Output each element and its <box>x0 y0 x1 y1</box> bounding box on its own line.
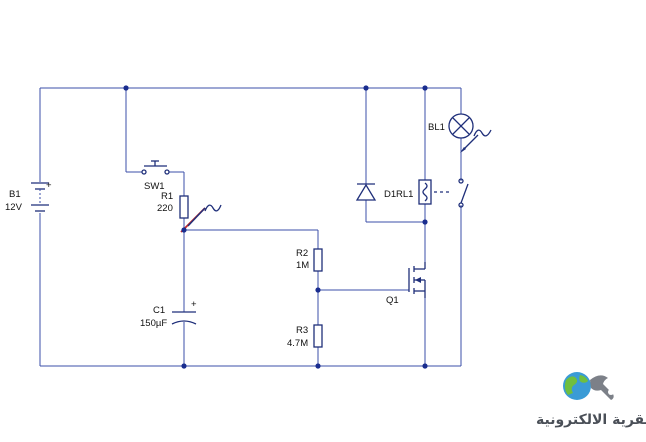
wires <box>39 87 462 367</box>
diode-d1: D1 <box>355 183 396 201</box>
switch-ref: SW1 <box>144 181 165 192</box>
r3-ref: R3 <box>296 325 308 336</box>
r1-ref: R1 <box>161 191 173 202</box>
resistor-r1: R1 220 <box>157 191 222 233</box>
lamp-bl1: BL1 <box>428 113 492 153</box>
lamp-ref: BL1 <box>428 122 445 133</box>
resistor-r3: R3 4.7M <box>287 324 323 349</box>
mosfet-ref: Q1 <box>386 295 399 306</box>
r2-value: 1M <box>296 260 309 271</box>
relay-rl1: RL1 <box>396 178 469 208</box>
logo-text: القرية الالكترونية <box>536 412 646 428</box>
c1-polarity: + <box>191 299 197 310</box>
r2-ref: R2 <box>296 248 308 259</box>
relay-ref: RL1 <box>396 189 413 200</box>
c1-value: 150µF <box>140 318 167 329</box>
r1-value: 220 <box>157 203 173 214</box>
junction-nodes <box>123 85 428 369</box>
r3-value: 4.7M <box>287 338 308 349</box>
battery-value: 12V <box>5 202 23 213</box>
battery-polarity: + <box>46 180 52 191</box>
diode-ref: D1 <box>384 189 396 200</box>
push-switch-sw1: SW1 <box>141 160 170 192</box>
site-logo: القرية الالكترونية <box>536 372 646 428</box>
battery-ref: B1 <box>9 189 21 200</box>
c1-ref: C1 <box>153 305 165 316</box>
battery-b1: + B1 12V <box>5 180 52 213</box>
capacitor-c1: + C1 150µF <box>140 299 197 329</box>
mosfet-q1: Q1 <box>386 262 426 306</box>
resistor-r2: R2 1M <box>296 248 323 272</box>
